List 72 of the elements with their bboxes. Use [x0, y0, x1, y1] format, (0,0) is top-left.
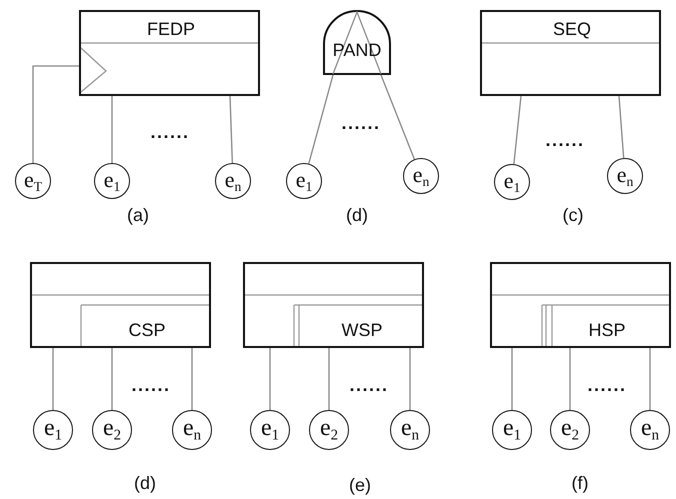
connector-line [111, 96, 113, 163]
connector-line [569, 348, 571, 410]
event-circle [92, 410, 132, 450]
subfigure-caption: (d) [134, 474, 156, 492]
connector-line [111, 348, 113, 410]
subfigure-caption: (e) [349, 476, 371, 494]
ellipsis: ...... [342, 114, 380, 132]
event-circle [15, 163, 51, 199]
event-label: e$_{1}$ [44, 416, 62, 444]
gate-box [79, 10, 260, 96]
subfigure-caption: (d) [346, 206, 368, 224]
subfigure-caption: (a) [127, 206, 149, 224]
event-label: e$_{n}$ [640, 416, 660, 444]
event-label: e$_{1}$ [260, 416, 280, 444]
subfigure-caption: (c) [562, 206, 584, 224]
event-circle [250, 410, 290, 450]
event-circle [94, 163, 130, 199]
connector-line [409, 348, 411, 410]
gate-label: SEQ [553, 20, 591, 38]
event-circle [550, 410, 590, 450]
event-label: e$_{T}$ [24, 168, 42, 194]
connector-line [618, 96, 624, 158]
event-label: e$_{n}$ [224, 168, 242, 194]
gate-box [480, 10, 661, 96]
event-label: e$_{2}$ [560, 416, 580, 444]
event-label: e$_{2}$ [102, 416, 122, 444]
connector-line [308, 74, 334, 164]
connector-line [191, 348, 193, 410]
ellipsis: ...... [350, 376, 388, 394]
connector-line [269, 348, 271, 410]
gate-label: HSP [588, 321, 626, 339]
event-label: e$_{n}$ [412, 164, 430, 188]
event-label: e$_{1}$ [296, 168, 312, 194]
connector-line [513, 96, 522, 164]
gate-box [30, 262, 211, 348]
connector-line [229, 96, 234, 164]
dome-gate [323, 10, 391, 75]
ellipsis: ...... [588, 376, 626, 394]
gate-label: FEDP [147, 20, 195, 38]
connector-line [32, 65, 79, 163]
ellipsis: ...... [132, 376, 170, 394]
event-label: e$_{1}$ [502, 416, 522, 444]
connector-line [649, 348, 651, 410]
gate-label: WSP [342, 321, 382, 339]
gate-label: CSP [128, 321, 166, 339]
gate-box [243, 262, 424, 348]
event-circle [215, 163, 251, 199]
event-circle [494, 164, 530, 200]
event-circle [403, 158, 439, 194]
event-circle [607, 158, 643, 194]
event-label: e$_{2}$ [320, 416, 338, 444]
event-circle [286, 163, 322, 199]
event-label: e$_{n}$ [182, 416, 202, 444]
event-circle [33, 410, 73, 450]
subfigure-caption: (f) [572, 474, 588, 492]
event-label: e$_{n}$ [400, 416, 420, 444]
event-label: e$_{1}$ [104, 168, 120, 194]
event-circle [630, 410, 670, 450]
event-circle [492, 410, 532, 450]
ellipsis: ...... [546, 131, 584, 149]
event-circle [390, 410, 430, 450]
ellipsis: ...... [150, 123, 190, 141]
connector-line [380, 74, 415, 160]
event-circle [172, 410, 212, 450]
gate-box [490, 262, 671, 348]
connector-line [511, 348, 513, 410]
gate-label: PAND [332, 41, 382, 59]
event-circle [309, 410, 349, 450]
connector-line [328, 348, 330, 410]
event-label: e$_{n}$ [616, 164, 634, 188]
connector-line [52, 348, 54, 410]
event-label: e$_{1}$ [504, 170, 520, 194]
